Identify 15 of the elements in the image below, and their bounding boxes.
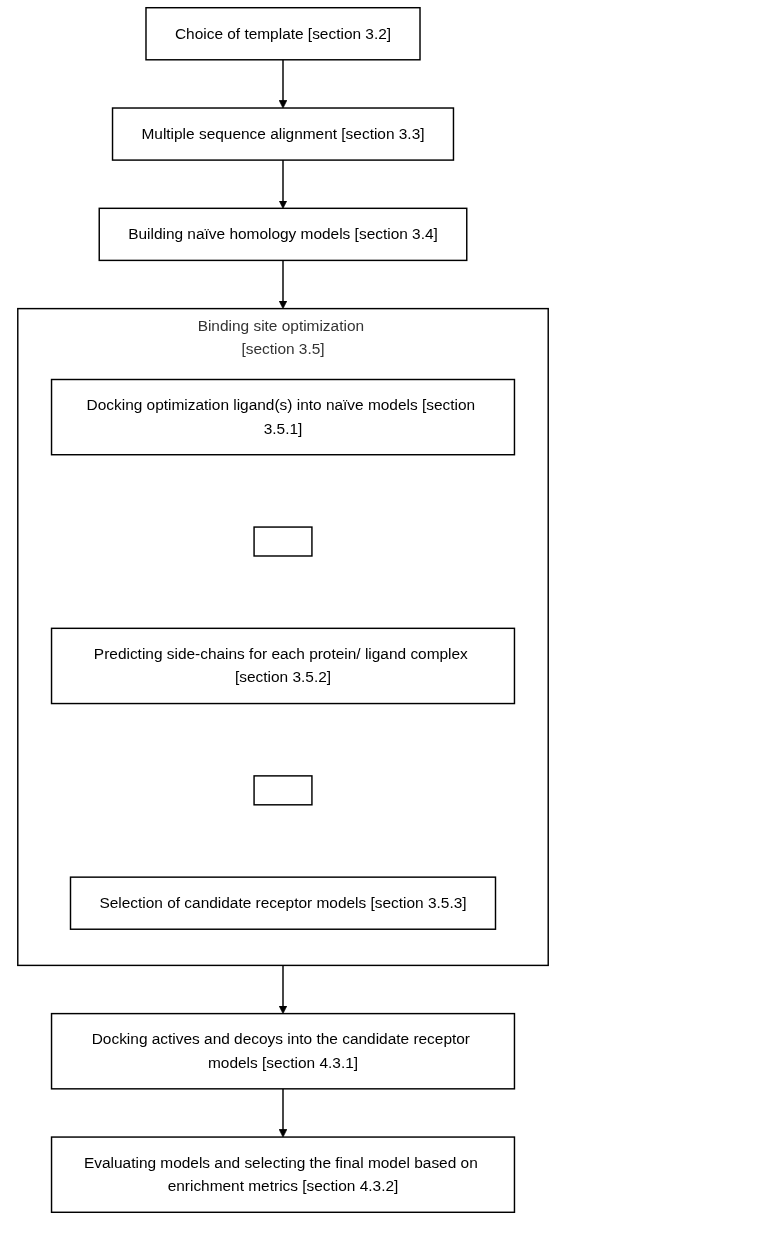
node-box: Building naïve homology models [section 3.4] <box>98 207 468 262</box>
node-box: Evaluating models and selecting the final model based on enrichment metrics [section 4.3.2] <box>50 1136 516 1213</box>
node-box: Docking actives and decoys into the candidate receptor models [section 4.3.1] <box>50 1012 516 1090</box>
arrow <box>278 964 288 1014</box>
node-box <box>253 775 313 806</box>
node-box: Choice of template [section 3.2] <box>145 7 421 61</box>
node-box: Multiple sequence alignment [section 3.3] <box>111 107 455 161</box>
arrow <box>278 259 288 309</box>
arrow <box>278 59 288 109</box>
arrow <box>278 159 288 209</box>
node-box: Predicting side-chains for each protein/ ligand complex [section 3.5.2] <box>50 627 516 705</box>
arrow <box>278 1088 288 1138</box>
node-box: Docking optimization ligand(s) into naïve models [section 3.5.1] <box>50 378 516 456</box>
node-box: Selection of candidate receptor models [section 3.5.3] <box>69 876 497 930</box>
node-box <box>253 526 313 557</box>
